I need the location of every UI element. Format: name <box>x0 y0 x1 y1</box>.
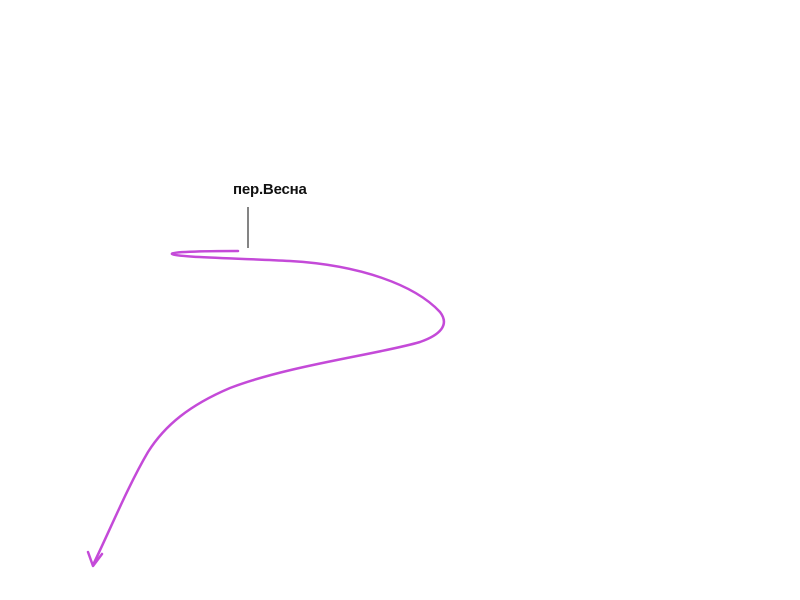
route-path[interactable] <box>91 249 446 567</box>
street-label: пер.Весна <box>233 181 307 198</box>
route-arrow-icon <box>86 550 104 568</box>
